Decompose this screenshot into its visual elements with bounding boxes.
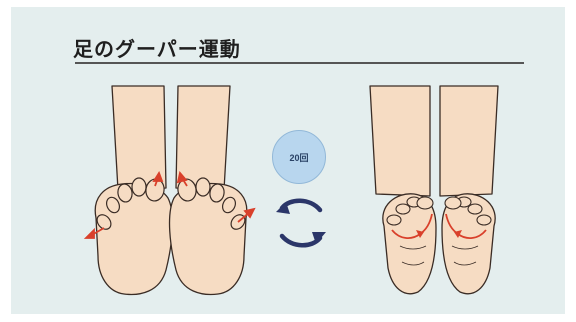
reps-badge: 20回 — [272, 130, 326, 184]
right-feet-curled — [370, 86, 498, 294]
